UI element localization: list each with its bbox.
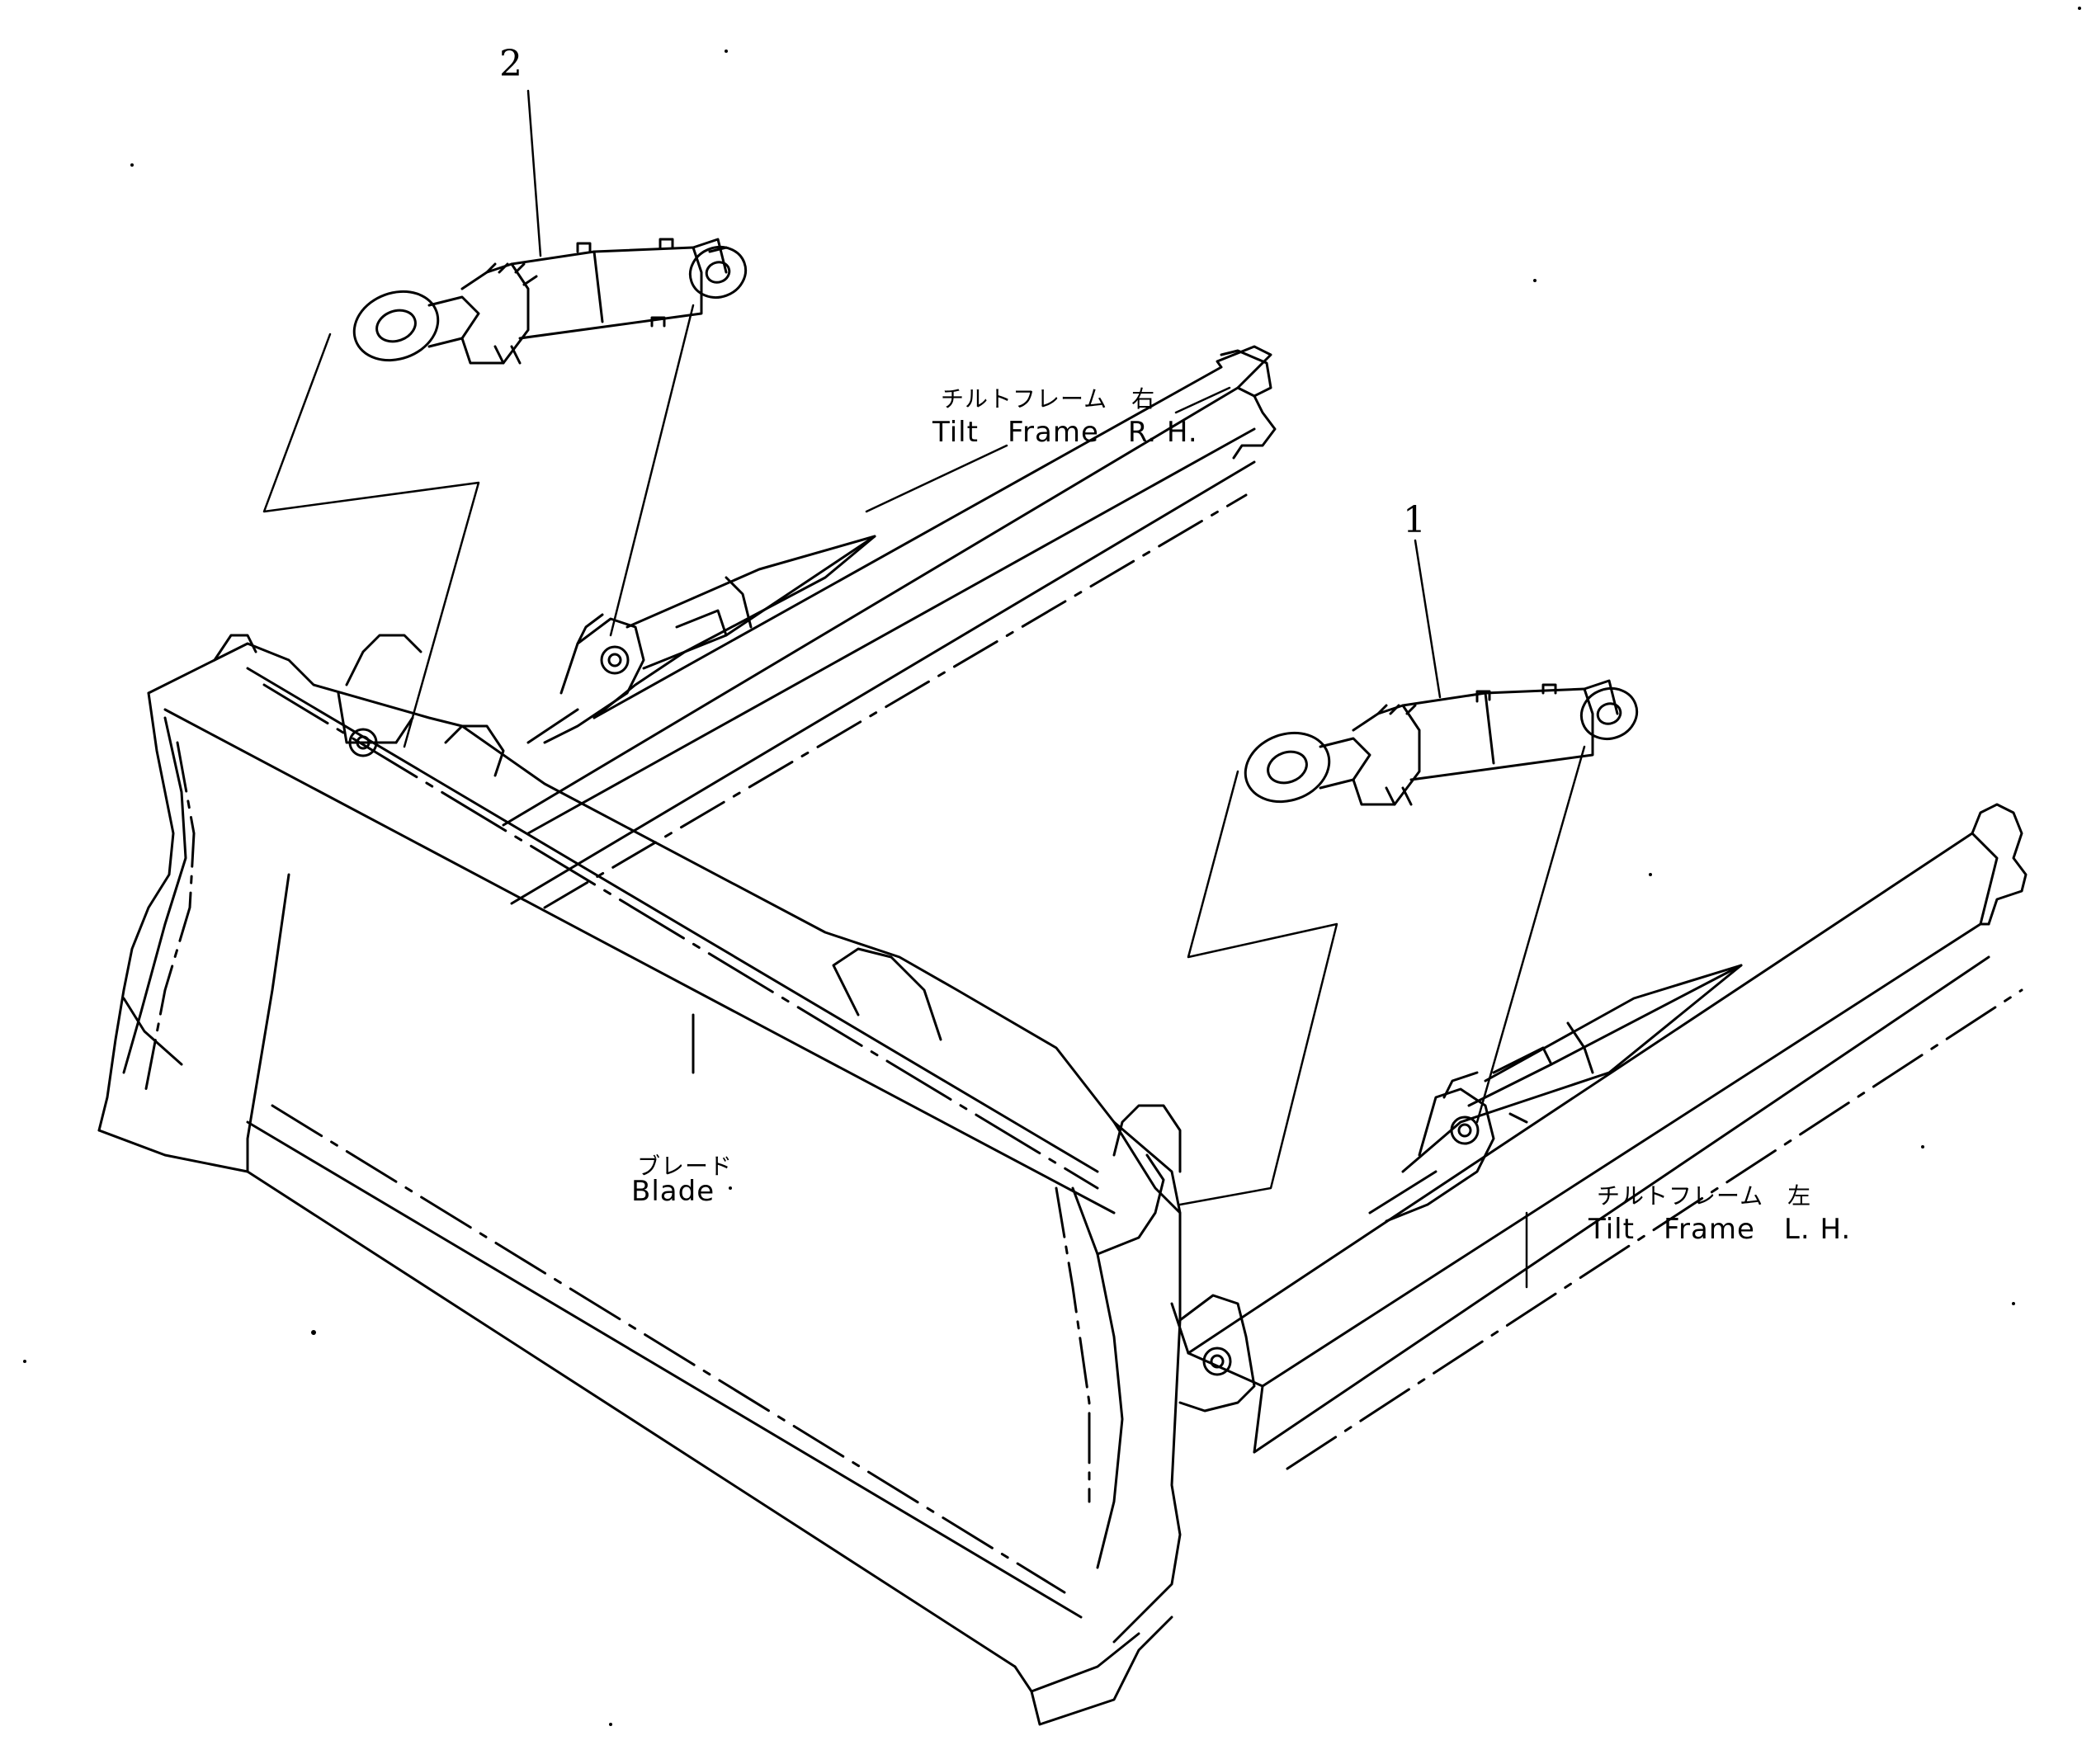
blade-outline — [99, 635, 1180, 1724]
callout-number-2: 2 — [499, 43, 522, 85]
tilt-frame-rh — [503, 347, 1275, 908]
tilt-frame-rh-label-en: Tilt Frame R. H. — [932, 416, 1198, 449]
tilt-frame-lh-pivot — [1180, 1295, 1254, 1411]
callout-number-1: 1 — [1403, 499, 1426, 541]
tilt-frame-lh — [1172, 804, 2026, 1469]
tilt-cylinder-2 — [344, 239, 753, 371]
tilt-frame-lh-label-en: Tilt Frame L. H. — [1589, 1213, 1852, 1246]
leader-lines — [264, 91, 1584, 1287]
blade-label-jp: ブレード — [637, 1153, 734, 1180]
tilt-frame-lh-label-jp: チルトフレーム 左 — [1597, 1182, 1812, 1210]
scan-specks — [23, 7, 2081, 1726]
tilt-cylinder-1 — [1235, 681, 1644, 813]
tilt-frame-rh-label-jp: チルトフレーム 右 — [941, 385, 1156, 413]
blade-label-en: Blade — [631, 1175, 715, 1208]
